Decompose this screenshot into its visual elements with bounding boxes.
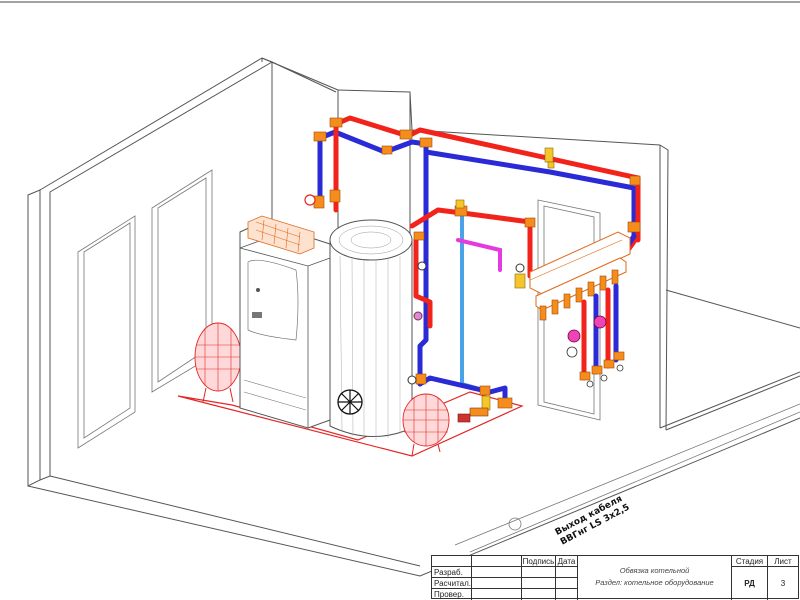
fittings xyxy=(304,117,641,423)
boiler-unit xyxy=(239,215,331,429)
room-walls xyxy=(27,57,800,577)
tb-description: Обвязка котельной Раздел: котельное обор… xyxy=(578,556,732,600)
tb-sheet-header: Лист xyxy=(768,556,798,567)
tb-date-3 xyxy=(556,589,578,600)
tb-description-line1: Обвязка котельной xyxy=(619,566,690,575)
tb-stage-header: Стадия xyxy=(732,556,768,567)
tb-sheet-value: 3 xyxy=(780,579,786,588)
water-heater-tank xyxy=(329,219,413,440)
tb-signature-1 xyxy=(522,567,556,578)
tb-blank-header xyxy=(432,556,472,567)
title-block: Разраб. Расчитал. Провер. Подпись Дата О… xyxy=(431,555,799,600)
tb-name-1 xyxy=(472,567,522,578)
recirculation-pipe xyxy=(456,238,502,272)
tb-role-developer: Разраб. xyxy=(432,567,472,578)
cold-water-pipe xyxy=(460,210,492,394)
tb-name-2 xyxy=(472,578,522,589)
heating-manifold xyxy=(529,231,631,388)
return-pipe xyxy=(317,129,637,243)
tb-signature-2 xyxy=(522,578,556,589)
tb-description-line2: Раздел: котельное оборудование xyxy=(595,578,714,587)
tb-date-header: Дата xyxy=(556,556,578,567)
tb-signature-3 xyxy=(522,589,556,600)
tb-name-header xyxy=(472,556,522,567)
tb-role-checker: Провер. xyxy=(432,589,472,600)
tb-role-calculator: Расчитал. xyxy=(432,578,472,589)
expansion-vessel-right xyxy=(402,393,450,457)
tb-name-3 xyxy=(472,589,522,600)
piping-network xyxy=(304,115,641,423)
tb-stage-value: РД xyxy=(732,567,768,600)
tb-date-2 xyxy=(556,578,578,589)
tb-date-1 xyxy=(556,567,578,578)
expansion-vessel-left xyxy=(194,322,242,403)
tb-signature-header: Подпись xyxy=(522,556,556,567)
